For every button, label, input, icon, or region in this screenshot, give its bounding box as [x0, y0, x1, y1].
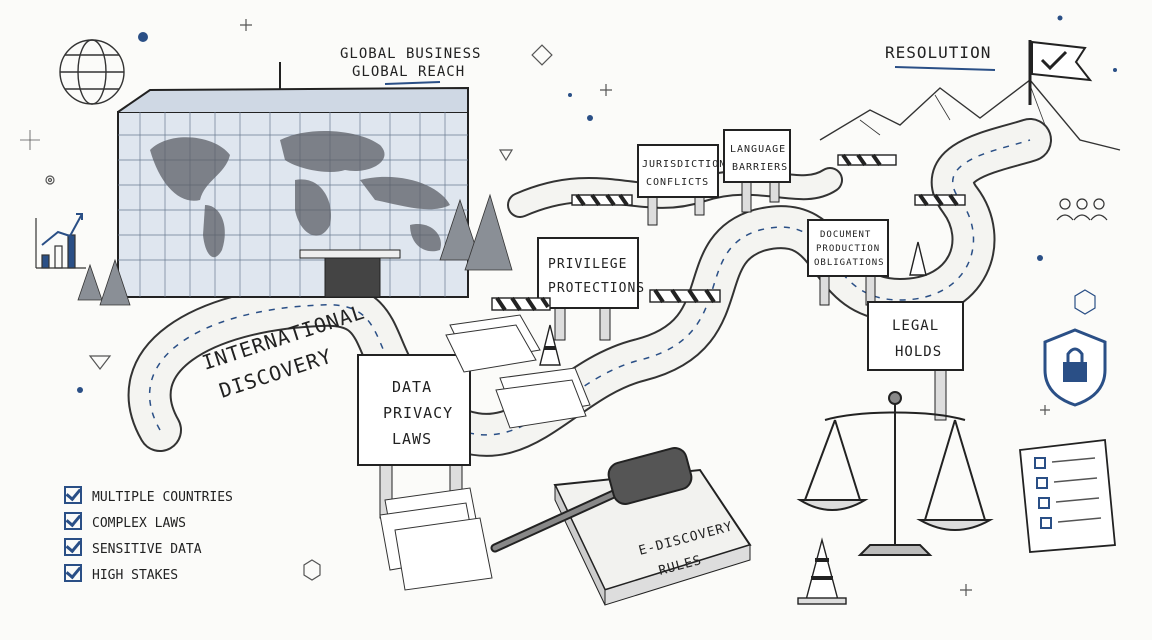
sign-jurisdiction: JURISDICTION CONFLICTS — [637, 144, 726, 226]
global-business-label: GLOBAL BUSINESS — [340, 46, 481, 62]
checkbox-checked-icon — [64, 486, 82, 504]
svg-text:LAWS: LAWS — [392, 430, 432, 448]
svg-text:DATA: DATA — [392, 378, 432, 396]
checklist-item: MULTIPLE COUNTRIES — [64, 486, 233, 505]
global-reach-label: GLOBAL REACH — [352, 64, 465, 80]
svg-text:BARRIERS: BARRIERS — [732, 162, 788, 173]
svg-text:PRIVACY: PRIVACY — [383, 404, 453, 422]
sign-legal-holds: LEGAL HOLDS — [867, 301, 964, 421]
sign-data-privacy: DATA PRIVACY LAWS — [357, 354, 471, 519]
gavel-icon — [490, 447, 693, 553]
svg-text:JURISDICTION: JURISDICTION — [642, 159, 726, 170]
sign-privilege: PRIVILEGE PROTECTIONS — [537, 237, 645, 341]
checklist-item: HIGH STAKES — [64, 564, 178, 583]
svg-text:CONFLICTS: CONFLICTS — [646, 177, 709, 188]
shield-lock-icon — [1043, 328, 1107, 407]
dot-accents — [77, 15, 1117, 393]
paper-stack — [379, 314, 591, 591]
svg-text:PROTECTIONS: PROTECTIONS — [548, 281, 645, 296]
checklist-item: SENSITIVE DATA — [64, 538, 202, 557]
decorative-doodles — [20, 19, 1096, 596]
checklist-doc-icon — [1019, 438, 1116, 553]
svg-text:OBLIGATIONS: OBLIGATIONS — [814, 258, 885, 268]
traffic-cone-icon — [539, 241, 927, 605]
barricades — [491, 153, 966, 312]
dot-icon — [138, 32, 148, 42]
svg-text:LEGAL: LEGAL — [892, 318, 939, 334]
people-icon — [1056, 198, 1108, 221]
globe-icon — [59, 39, 125, 105]
trees — [77, 193, 513, 306]
svg-text:DOCUMENT: DOCUMENT — [820, 230, 871, 240]
resolution-flag-icon — [1028, 40, 1093, 105]
office-building — [117, 62, 469, 298]
growth-chart-icon — [35, 213, 86, 269]
svg-text:LANGUAGE: LANGUAGE — [730, 144, 786, 155]
svg-text:PRODUCTION: PRODUCTION — [816, 244, 880, 254]
scales-of-justice-icon — [796, 391, 994, 556]
world-map-icon — [150, 130, 450, 258]
sign-language: LANGUAGE BARRIERS — [723, 129, 791, 213]
svg-text:PRIVILEGE: PRIVILEGE — [548, 257, 627, 272]
checkbox-checked-icon — [64, 538, 82, 556]
checkbox-checked-icon — [64, 512, 82, 530]
mountains — [819, 79, 1121, 151]
resolution-label: RESOLUTION — [885, 43, 991, 62]
sign-document: DOCUMENT PRODUCTION OBLIGATIONS — [807, 219, 889, 306]
checkbox-checked-icon — [64, 564, 82, 582]
checklist-item: COMPLEX LAWS — [64, 512, 186, 531]
svg-text:HOLDS: HOLDS — [895, 344, 942, 360]
